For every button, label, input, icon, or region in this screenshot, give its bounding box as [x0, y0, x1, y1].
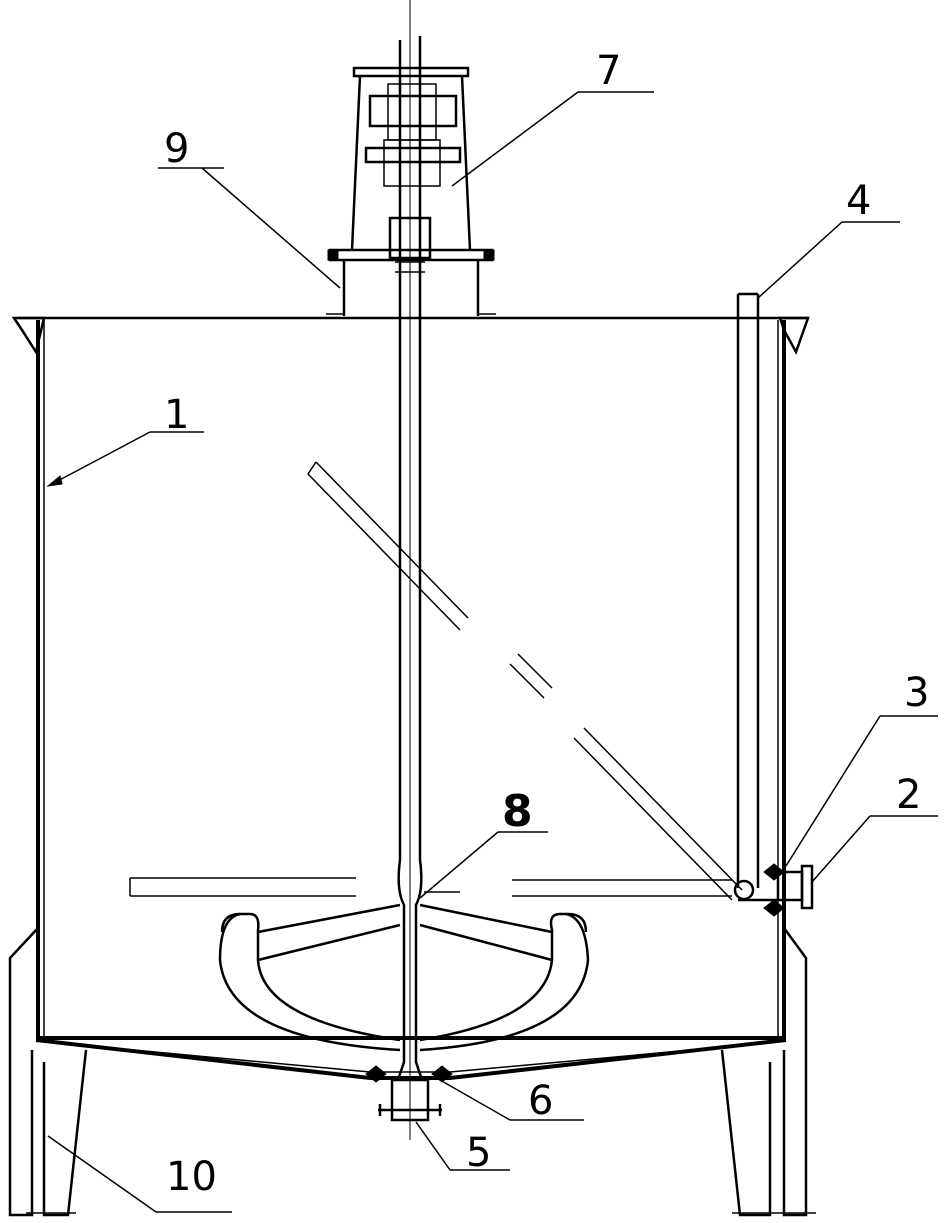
bottom-outlet — [365, 1065, 453, 1122]
leader-lines — [46, 91, 938, 1213]
level-gauge-tube — [733, 292, 778, 902]
outlet-valve — [763, 863, 814, 917]
callout-6: 6 — [528, 1078, 553, 1124]
callout-4: 4 — [846, 178, 871, 224]
callout-2: 2 — [896, 772, 921, 818]
callout-1: 1 — [164, 392, 189, 438]
drive-motor — [326, 66, 496, 316]
callout-9: 9 — [164, 126, 189, 172]
tank-body — [11, 316, 810, 1080]
agitator-shaft — [395, 0, 425, 1140]
callout-7: 7 — [596, 48, 621, 94]
callout-labels: 1 2 3 4 5 6 7 8 9 10 — [164, 48, 929, 1200]
diagonal-baffle — [307, 461, 743, 901]
callout-8: 8 — [502, 786, 533, 837]
legs — [8, 927, 816, 1217]
anchor-impeller — [218, 903, 590, 1052]
callout-5: 5 — [466, 1130, 491, 1176]
callout-10: 10 — [166, 1154, 217, 1200]
callout-3: 3 — [904, 670, 929, 716]
level-lines — [129, 877, 732, 897]
